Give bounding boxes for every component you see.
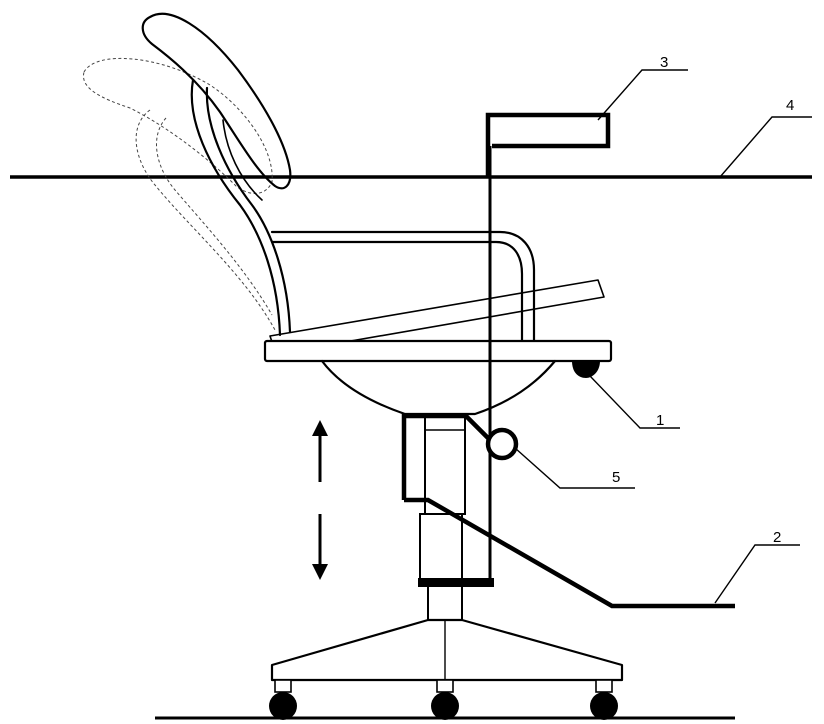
caster-center: [431, 679, 459, 720]
caster-left: [269, 679, 297, 720]
caster-right: [590, 679, 618, 720]
armrest-inner: [270, 240, 524, 342]
reclined-backrest-ghost: [83, 57, 276, 331]
callout-label-5: 5: [612, 469, 620, 486]
armrest: [270, 230, 536, 342]
backrest-frame-outer: [190, 78, 282, 337]
seat-plate: [263, 339, 613, 363]
callout-label-1: 1: [656, 412, 664, 429]
chair-base: [270, 618, 624, 682]
seat-bowl: [320, 359, 557, 416]
column-band: [418, 578, 494, 587]
callout-label-3: 3: [660, 54, 668, 71]
clamp-ring: [485, 427, 519, 461]
callout-leaders: [514, 69, 812, 604]
up-down-arrow: [312, 420, 328, 580]
callout-label-4: 4: [786, 97, 794, 114]
backrest-frame-join: [222, 119, 263, 201]
adjust-knob: [572, 361, 600, 378]
callout-label-2: 2: [773, 529, 781, 546]
backrest-pad: [141, 12, 292, 190]
backrest-frame-inner: [205, 86, 292, 334]
height-mechanism: [401, 112, 735, 609]
